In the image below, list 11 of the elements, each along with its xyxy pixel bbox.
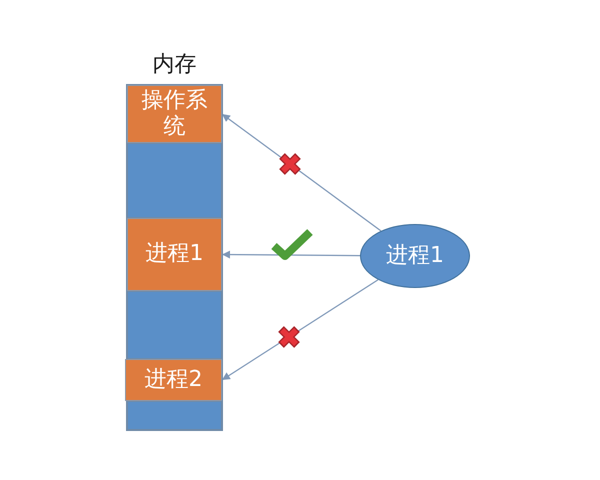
memory-segment: 操作系统: [127, 85, 222, 143]
memory-block: [127, 291, 222, 359]
process-ellipse: 进程1: [360, 224, 470, 288]
arrow: [222, 250, 360, 259]
column-heading: 内存: [152, 51, 198, 79]
arrow: [222, 114, 382, 232]
memory-block: [127, 401, 222, 430]
memory-segment: 进程1: [127, 218, 222, 291]
memory-block: [127, 143, 222, 218]
arrow: [222, 279, 378, 380]
memory-segment: 进程2: [125, 359, 222, 401]
